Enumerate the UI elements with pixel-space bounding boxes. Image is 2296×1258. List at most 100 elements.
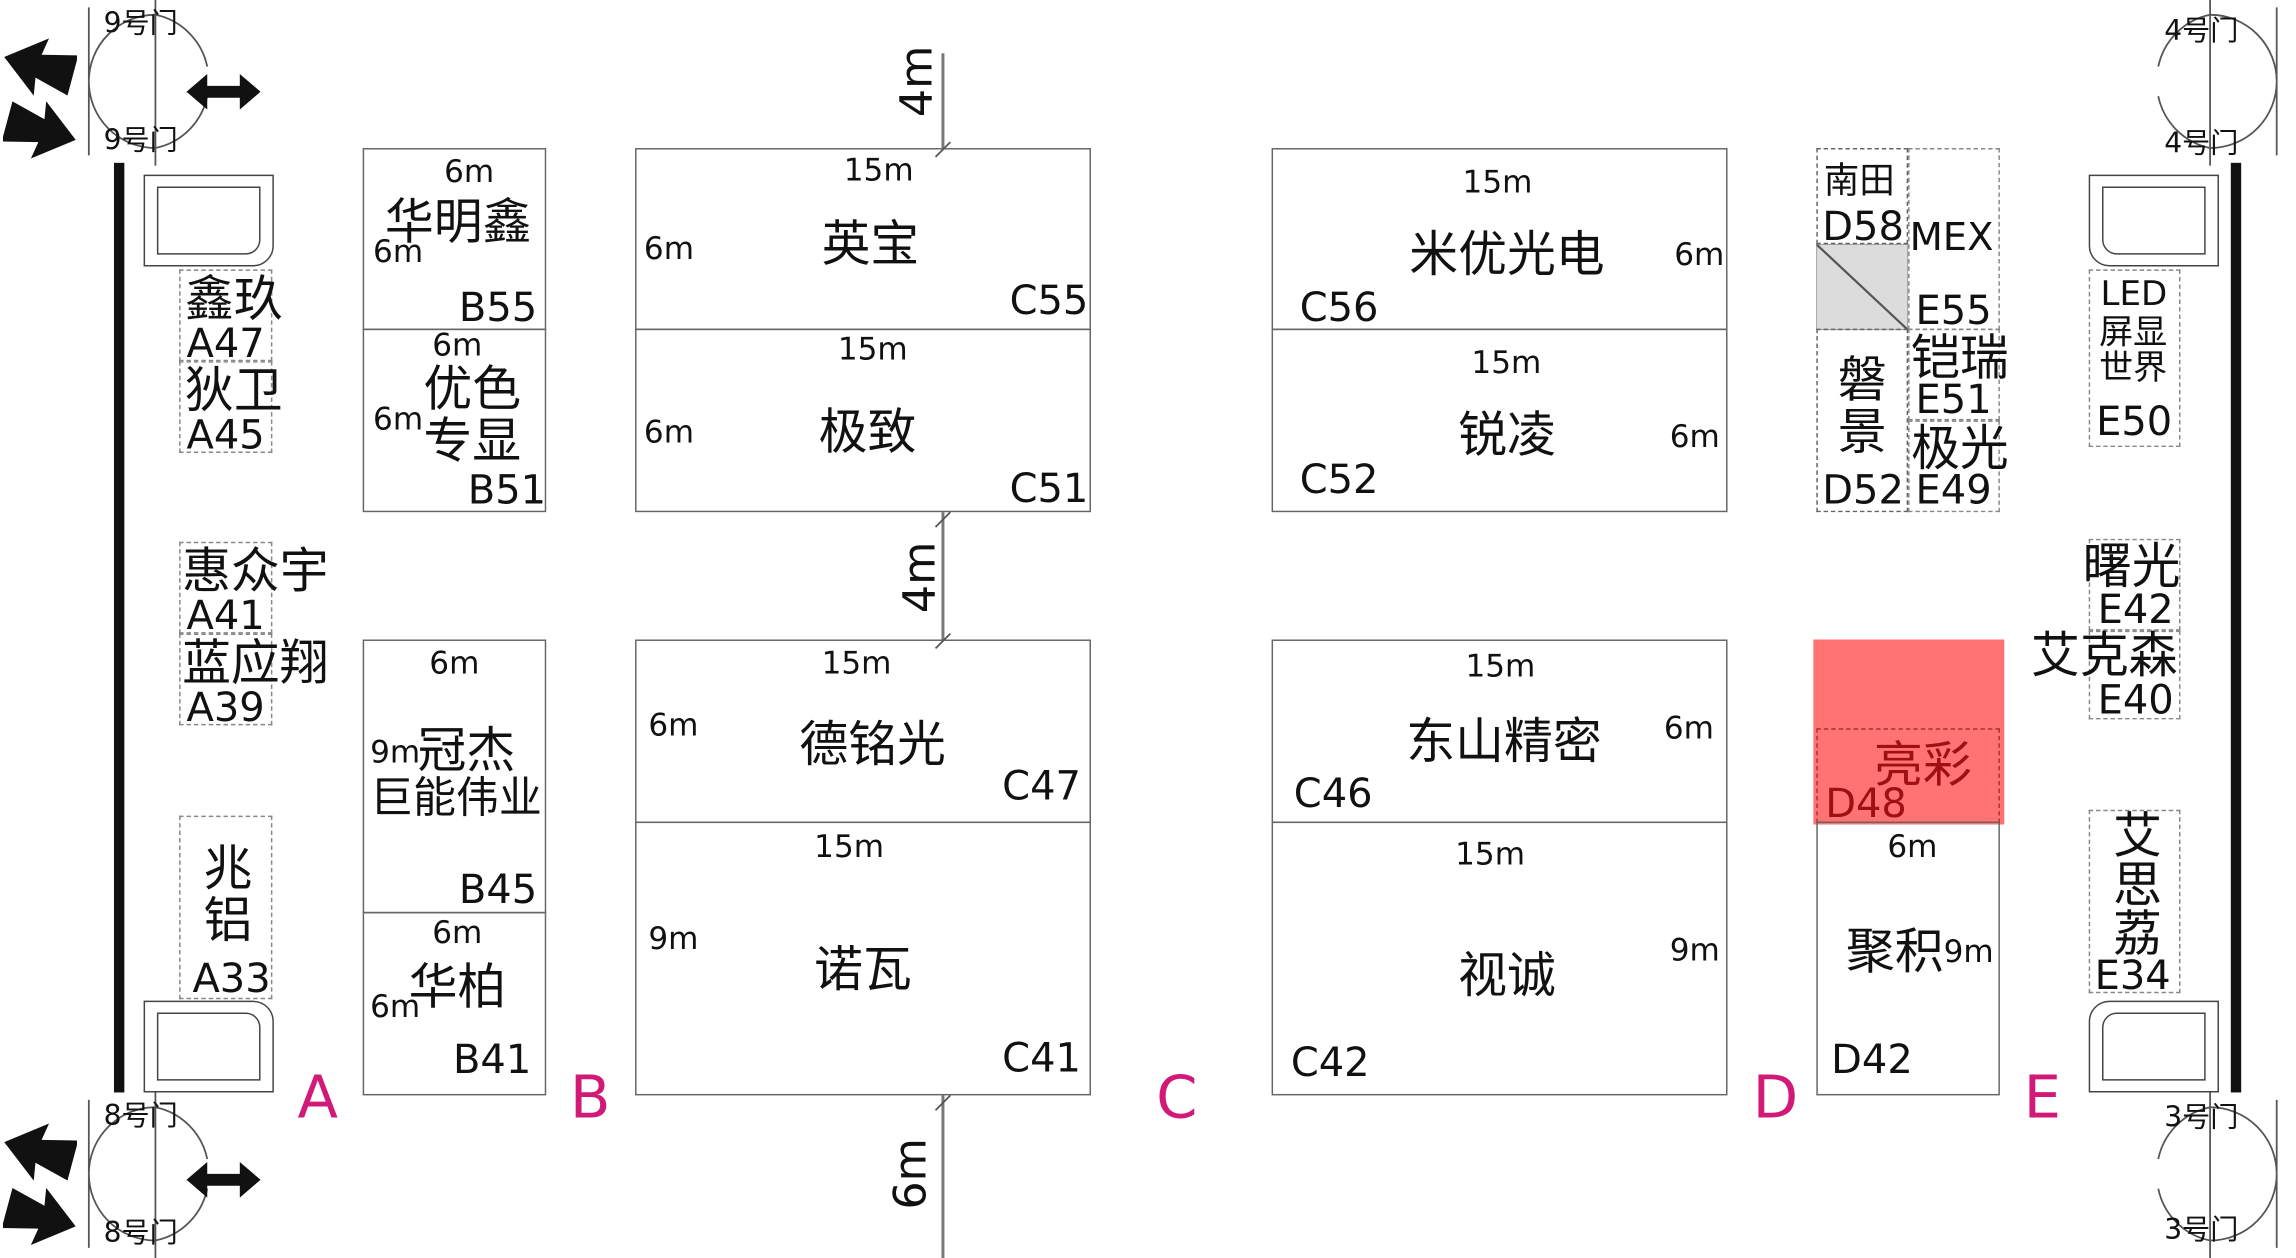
booth-code: D48 — [1825, 781, 1907, 828]
booth-name: 艾思荔 — [2113, 806, 2162, 963]
booth-depth: 6m — [648, 707, 699, 744]
aisle-label-a: A — [297, 1064, 339, 1133]
booth-e40[interactable] — [2088, 630, 2181, 720]
booth-name: 亮彩 — [1874, 735, 1972, 794]
booth-c51[interactable] — [635, 328, 1091, 513]
corner-fixture — [143, 174, 274, 267]
booth-name: 磐景 — [1837, 350, 1887, 460]
door-label: 4号门 — [2164, 127, 2239, 160]
booth-width: 6m — [432, 327, 483, 363]
booth-code: D52 — [1822, 467, 1904, 514]
highlight-booth-d48 — [1813, 639, 2005, 825]
booth-name: 德铭光 — [799, 714, 946, 773]
entrance-arrow-icon — [4, 38, 77, 96]
aisle-label-d: D — [1752, 1064, 1799, 1133]
booth-code: E42 — [2097, 587, 2174, 634]
booth-width: 15m — [1462, 164, 1533, 200]
door-swing-bottom-left — [87, 1092, 209, 1258]
booth-name: 蓝应翔 — [182, 633, 329, 692]
booth-d42[interactable] — [1816, 821, 2000, 1096]
booth-name: 艾克森 — [2030, 626, 2178, 684]
entrance-arrow-icon — [2, 101, 76, 159]
booth-code: C47 — [1002, 763, 1081, 810]
double-arrow-icon — [186, 74, 261, 110]
booth-e51[interactable] — [1908, 328, 2000, 421]
gap-label-top: 4m — [891, 45, 944, 118]
gap-line-bottom — [941, 1095, 944, 1258]
booth-depth: 9m — [648, 920, 699, 957]
corner-fixture — [2088, 174, 2219, 267]
booth-c42[interactable] — [1271, 821, 1728, 1096]
booth-b41[interactable] — [362, 911, 547, 1096]
door-swing-bottom-right — [2157, 1092, 2278, 1258]
booth-code: A47 — [186, 321, 265, 368]
booth-name: 世界 — [2099, 349, 2168, 388]
booth-name: 诺瓦 — [814, 939, 912, 998]
corner-fixture-inner — [156, 1012, 261, 1081]
booth-code: C51 — [1009, 466, 1089, 513]
door-label: 3号门 — [2164, 1213, 2239, 1247]
booth-a41[interactable] — [179, 541, 273, 634]
booth-depth: 6m — [643, 414, 695, 451]
gap-label-bottom: 6m — [885, 1138, 938, 1210]
booth-e42[interactable] — [2088, 538, 2181, 631]
booth-code: C56 — [1299, 285, 1379, 332]
booth-code: D58 — [1822, 204, 1904, 251]
booth-depth: 6m — [1663, 710, 1714, 747]
booth-e49[interactable] — [1908, 420, 2000, 513]
booth-code: B41 — [452, 1037, 532, 1084]
door-label: 3号门 — [2164, 1101, 2239, 1134]
booth-code: C55 — [1009, 278, 1089, 325]
booth-name: MEX — [1909, 216, 1994, 261]
booth-depth: 6m — [1669, 418, 1720, 455]
booth-e34[interactable] — [2088, 809, 2181, 994]
column-pillar — [1816, 244, 1909, 331]
booth-name: 视诚 — [1458, 945, 1556, 1004]
booth-name: 铠瑞 — [1911, 328, 2009, 387]
booth-a39[interactable] — [179, 633, 273, 726]
booth-code: B55 — [458, 285, 538, 332]
booth-name: 惠众宇 — [182, 541, 329, 600]
booth-width: 6m — [429, 645, 480, 681]
booth-d52[interactable] — [1816, 328, 1909, 513]
booth-code: C46 — [1293, 771, 1373, 818]
booth-name: 米优光电 — [1409, 225, 1605, 283]
booth-code: E55 — [1915, 288, 1992, 335]
booth-e50[interactable] — [2088, 269, 2181, 448]
booth-name: 华明鑫 — [384, 192, 532, 251]
booth-depth: 9m — [1669, 932, 1720, 969]
booth-name: 专显 — [423, 411, 522, 470]
booth-depth: 6m — [373, 401, 424, 437]
booth-a33[interactable] — [179, 815, 273, 1000]
booth-code: C52 — [1299, 457, 1379, 504]
booth-width: 15m — [837, 331, 908, 368]
booth-c52[interactable] — [1271, 328, 1728, 513]
booth-name: 巨能伟业 — [370, 772, 542, 824]
booth-width: 15m — [1471, 344, 1542, 381]
booth-name: 南田 — [1823, 159, 1895, 202]
corner-fixture-inner — [2102, 1012, 2206, 1081]
booth-name: 屏显 — [2099, 313, 2168, 353]
booth-c41[interactable] — [635, 821, 1091, 1096]
booth-width: 6m — [432, 914, 483, 951]
double-arrow-icon — [186, 1162, 261, 1198]
gap-line-middle — [941, 512, 944, 640]
booth-name: 冠杰 — [417, 720, 516, 779]
booth-name: 英宝 — [821, 214, 920, 273]
left-wall — [113, 162, 125, 1093]
booth-depth: 6m — [1674, 236, 1725, 273]
booth-name: 华柏 — [408, 957, 507, 1016]
booth-code: B51 — [467, 467, 547, 514]
door-label: 4号门 — [2164, 14, 2239, 48]
booth-b51[interactable] — [362, 328, 547, 513]
booth-name: 锐凌 — [1458, 405, 1556, 464]
booth-depth: 9m — [370, 734, 421, 770]
booth-name: 优色 — [423, 359, 522, 418]
right-wall — [2230, 162, 2242, 1093]
booth-a47[interactable] — [179, 269, 273, 362]
booth-a45[interactable] — [179, 361, 273, 453]
booth-depth: 6m — [643, 230, 695, 267]
booth-code: A33 — [192, 956, 271, 1003]
booth-name: 狄卫 — [185, 361, 283, 419]
door-swing-top-left — [87, 0, 209, 166]
